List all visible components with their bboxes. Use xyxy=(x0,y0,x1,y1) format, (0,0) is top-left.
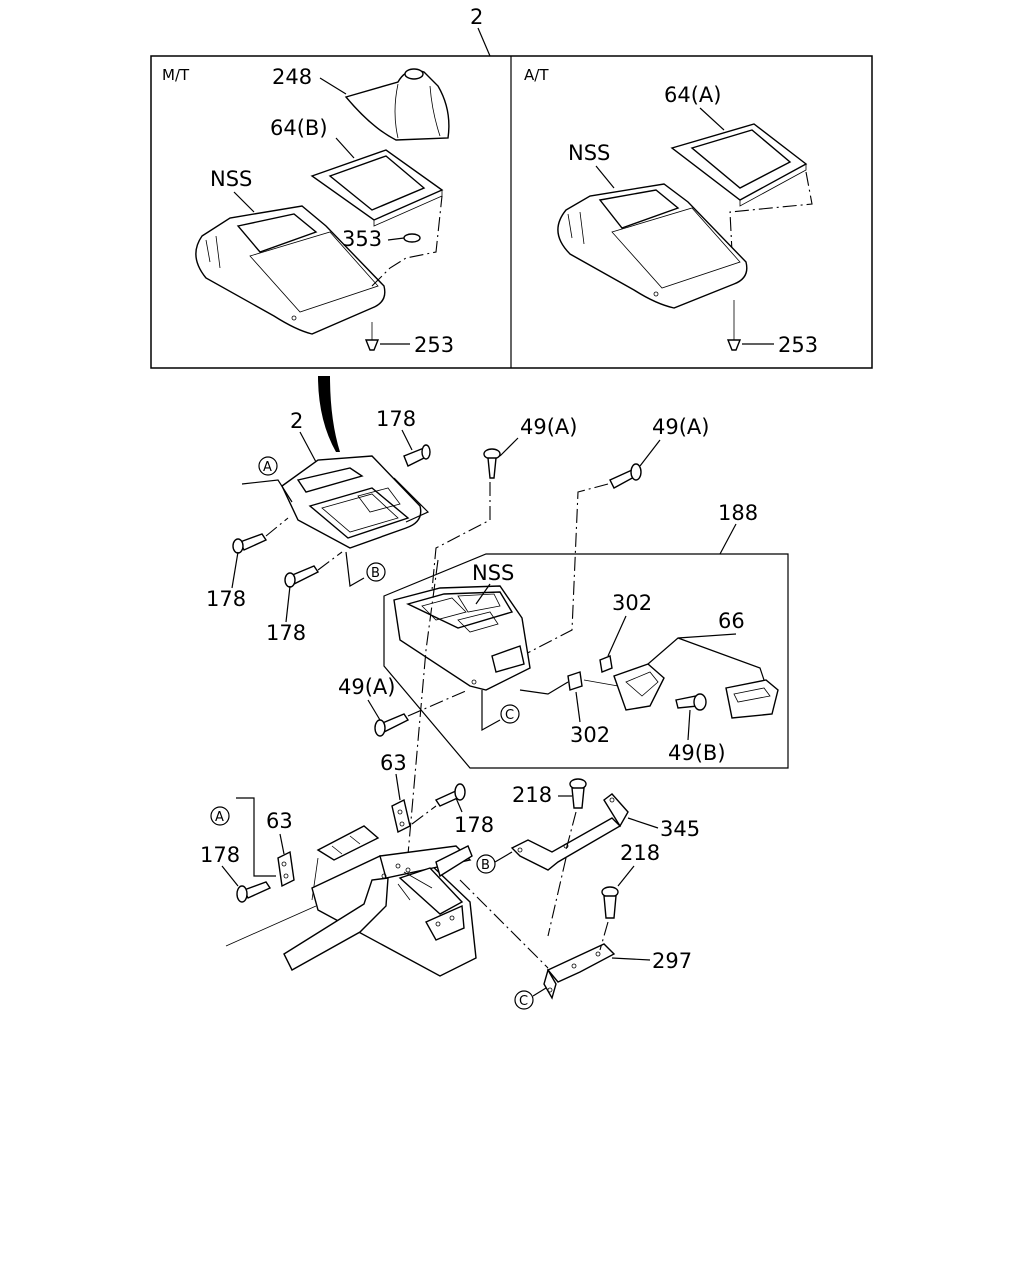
callout-248: 248 xyxy=(272,65,312,89)
bolt-218-lower xyxy=(601,886,619,919)
center-console xyxy=(393,585,531,691)
callout-178-lower-right: 178 xyxy=(454,813,494,837)
shift-bezel-b xyxy=(310,149,444,227)
callout-49a-right: 49(A) xyxy=(652,415,709,439)
at-panel-title: A/T xyxy=(524,66,549,84)
callout-63-left: 63 xyxy=(266,809,293,833)
callout-console-nss: NSS xyxy=(472,561,514,585)
ref-c-circle-lower xyxy=(514,990,534,1010)
screw-49a-top xyxy=(483,448,501,479)
screw-178-top xyxy=(403,444,431,467)
ref-b-lower: B xyxy=(481,858,490,873)
callout-64b: 64(B) xyxy=(270,116,328,140)
ref-c-upper: C xyxy=(505,708,514,723)
at-console-nss xyxy=(557,183,748,309)
callout-178-top: 178 xyxy=(376,407,416,431)
callout-302-upper: 302 xyxy=(612,591,652,615)
bracket-63-upper xyxy=(391,798,411,834)
clip-302-upper xyxy=(599,655,613,673)
bracket-345 xyxy=(510,793,629,871)
callout-178-lower-left: 178 xyxy=(200,843,240,867)
callout-218-upper: 218 xyxy=(512,783,552,807)
callout-353: 353 xyxy=(342,227,382,251)
ref-a-upper: A xyxy=(263,460,272,475)
screw-49b xyxy=(675,693,707,711)
callout-at-253: 253 xyxy=(778,333,818,357)
assembly-2 xyxy=(281,455,422,549)
callout-178-mid: 178 xyxy=(266,621,306,645)
bracket-63-left xyxy=(277,850,295,888)
shift-bezel-a xyxy=(670,123,808,207)
ref-b-upper: B xyxy=(371,566,380,581)
callout-mt-253: 253 xyxy=(414,333,454,357)
screw-178-mid xyxy=(284,565,320,588)
callout-64a: 64(A) xyxy=(664,83,721,107)
grommet-353 xyxy=(403,233,421,243)
screw-49a-lower xyxy=(374,713,410,737)
callout-63-upper: 63 xyxy=(380,751,407,775)
callout-178-left: 178 xyxy=(206,587,246,611)
callout-49a-lower: 49(A) xyxy=(338,675,395,699)
bolt-218-upper xyxy=(569,778,587,809)
ashtray-66 xyxy=(613,663,779,719)
callout-49b: 49(B) xyxy=(668,741,726,765)
assembly-pointer xyxy=(318,376,340,452)
callout-188: 188 xyxy=(718,501,758,525)
callout-345: 345 xyxy=(660,817,700,841)
header-callout: 2 xyxy=(470,5,483,29)
callout-297: 297 xyxy=(652,949,692,973)
callout-218-lower: 218 xyxy=(620,841,660,865)
bracket-297 xyxy=(543,943,616,1000)
callout-mt-nss: NSS xyxy=(210,167,252,191)
callout-at-nss: NSS xyxy=(568,141,610,165)
ref-b-circle-lower xyxy=(476,854,496,874)
console-188-frame xyxy=(383,553,789,769)
clip-302-lower xyxy=(567,671,583,691)
ref-c-circle-upper xyxy=(500,704,520,724)
ref-a-lower: A xyxy=(215,810,224,825)
at-panel: A/T 64(A) NSS 253 xyxy=(524,66,818,357)
clip-253-at xyxy=(726,300,742,351)
callout-assembly-2: 2 xyxy=(290,409,303,433)
floor-tunnel-structure xyxy=(225,845,477,977)
screw-178-left xyxy=(232,533,268,554)
mt-console-nss xyxy=(195,205,386,335)
callout-66: 66 xyxy=(718,609,745,633)
screw-178-lower-right xyxy=(434,783,466,807)
callout-302-lower: 302 xyxy=(570,723,610,747)
mt-panel-title: M/T xyxy=(162,66,190,84)
ref-a-circle-upper xyxy=(258,456,278,476)
clip-253-mt xyxy=(364,322,380,351)
screw-178-lower-left xyxy=(236,881,272,903)
shift-boot xyxy=(344,68,450,141)
ref-a-circle-lower xyxy=(210,806,230,826)
callout-49a-top: 49(A) xyxy=(520,415,577,439)
ref-b-circle-upper xyxy=(366,562,386,582)
screw-49a-right xyxy=(609,463,642,489)
mt-panel: M/T 248 64(B) NSS 353 xyxy=(162,65,454,357)
ref-c-lower: C xyxy=(519,994,528,1009)
